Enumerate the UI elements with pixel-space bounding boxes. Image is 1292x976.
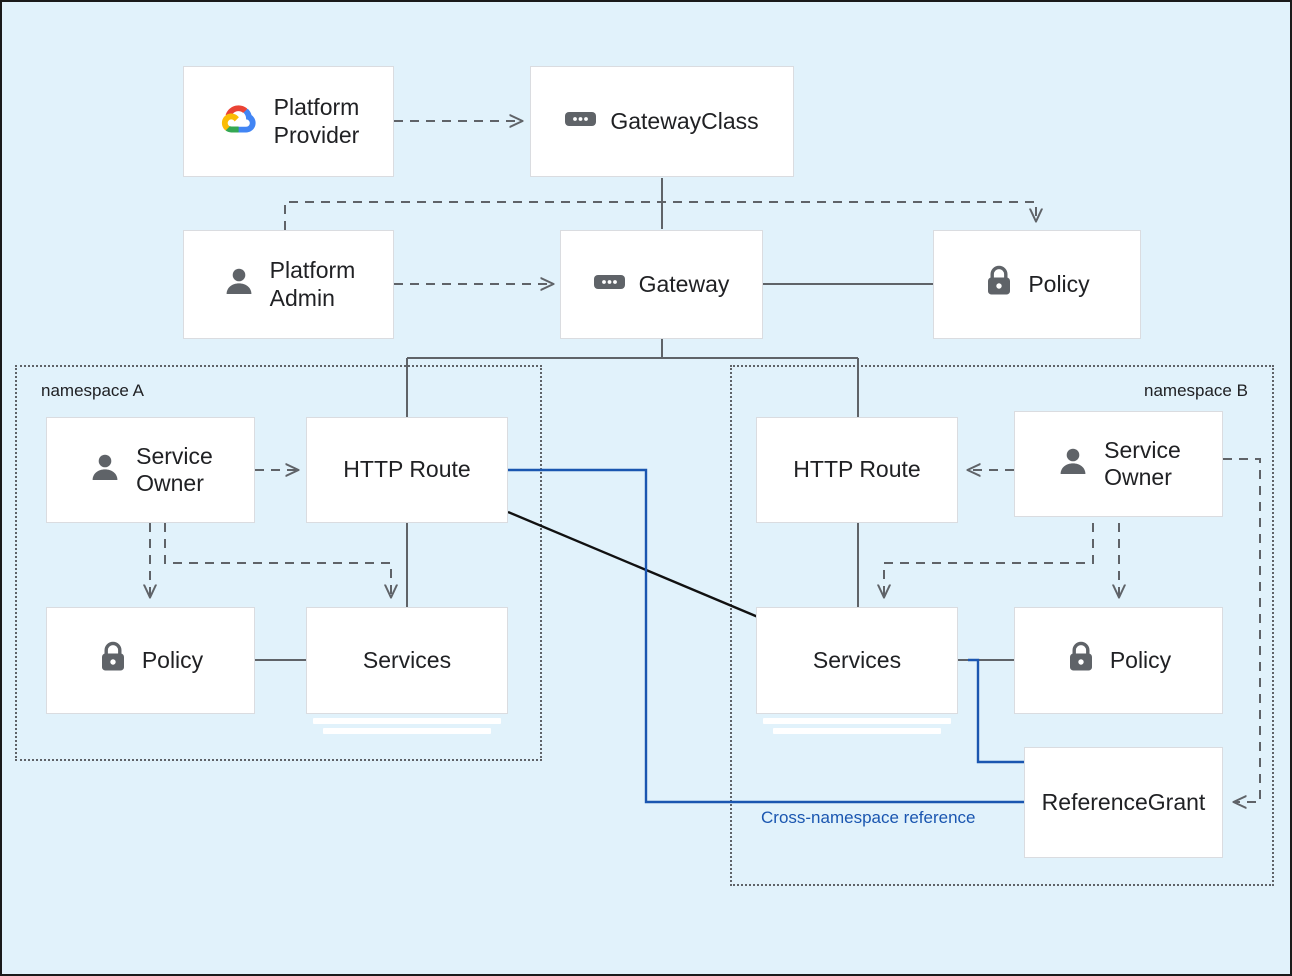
node-policy-top[interactable]: Policy <box>933 230 1141 339</box>
google-cloud-logo-icon <box>218 101 260 141</box>
node-http-route-a[interactable]: HTTP Route <box>306 417 508 523</box>
node-http-route-b-label: HTTP Route <box>793 456 921 483</box>
person-icon <box>88 450 122 490</box>
person-icon <box>1056 444 1090 484</box>
node-gateway-label: Gateway <box>638 270 730 297</box>
node-reference-grant[interactable]: ReferenceGrant <box>1024 747 1223 858</box>
lock-icon <box>984 264 1014 304</box>
edge-admin-bus-to-policy <box>284 201 1036 230</box>
node-policy-a-label: Policy <box>141 646 204 673</box>
edge-route-a-to-services-b <box>507 510 759 619</box>
lock-icon <box>98 640 128 680</box>
node-platform-provider-label: Platform Provider <box>273 94 360 148</box>
person-icon <box>222 264 256 304</box>
node-services-a[interactable]: Services <box>306 607 508 734</box>
node-platform-provider[interactable]: Platform Provider <box>183 66 394 177</box>
node-policy-b-label: Policy <box>1109 646 1172 673</box>
gateway-icon <box>593 271 625 298</box>
node-services-a-label: Services <box>362 646 452 673</box>
node-service-owner-a-label: Service Owner <box>136 442 213 496</box>
node-platform-admin[interactable]: Platform Admin <box>183 230 394 339</box>
namespace-a-label: namespace A <box>41 381 145 400</box>
node-gateway[interactable]: Gateway <box>560 230 763 339</box>
node-platform-admin-label: Platform Admin <box>269 257 356 311</box>
node-service-owner-b[interactable]: Service Owner <box>1014 411 1223 517</box>
lock-icon <box>1066 640 1096 680</box>
node-services-b-label: Services <box>812 646 902 673</box>
node-http-route-b[interactable]: HTTP Route <box>756 417 958 523</box>
node-service-owner-b-label: Service Owner <box>1104 436 1181 490</box>
node-policy-top-label: Policy <box>1028 270 1090 297</box>
node-gatewayclass-label: GatewayClass <box>610 107 759 134</box>
node-http-route-a-label: HTTP Route <box>343 456 471 483</box>
node-gatewayclass[interactable]: GatewayClass <box>530 66 794 177</box>
node-reference-grant-label: ReferenceGrant <box>1041 788 1206 815</box>
cross-namespace-reference-label: Cross-namespace reference <box>761 808 976 827</box>
node-policy-b[interactable]: Policy <box>1014 607 1223 714</box>
node-services-b[interactable]: Services <box>756 607 958 734</box>
node-policy-a[interactable]: Policy <box>46 607 255 714</box>
namespace-b-label: namespace B <box>1144 381 1248 400</box>
node-service-owner-a[interactable]: Service Owner <box>46 417 255 523</box>
gateway-class-icon <box>565 108 597 135</box>
